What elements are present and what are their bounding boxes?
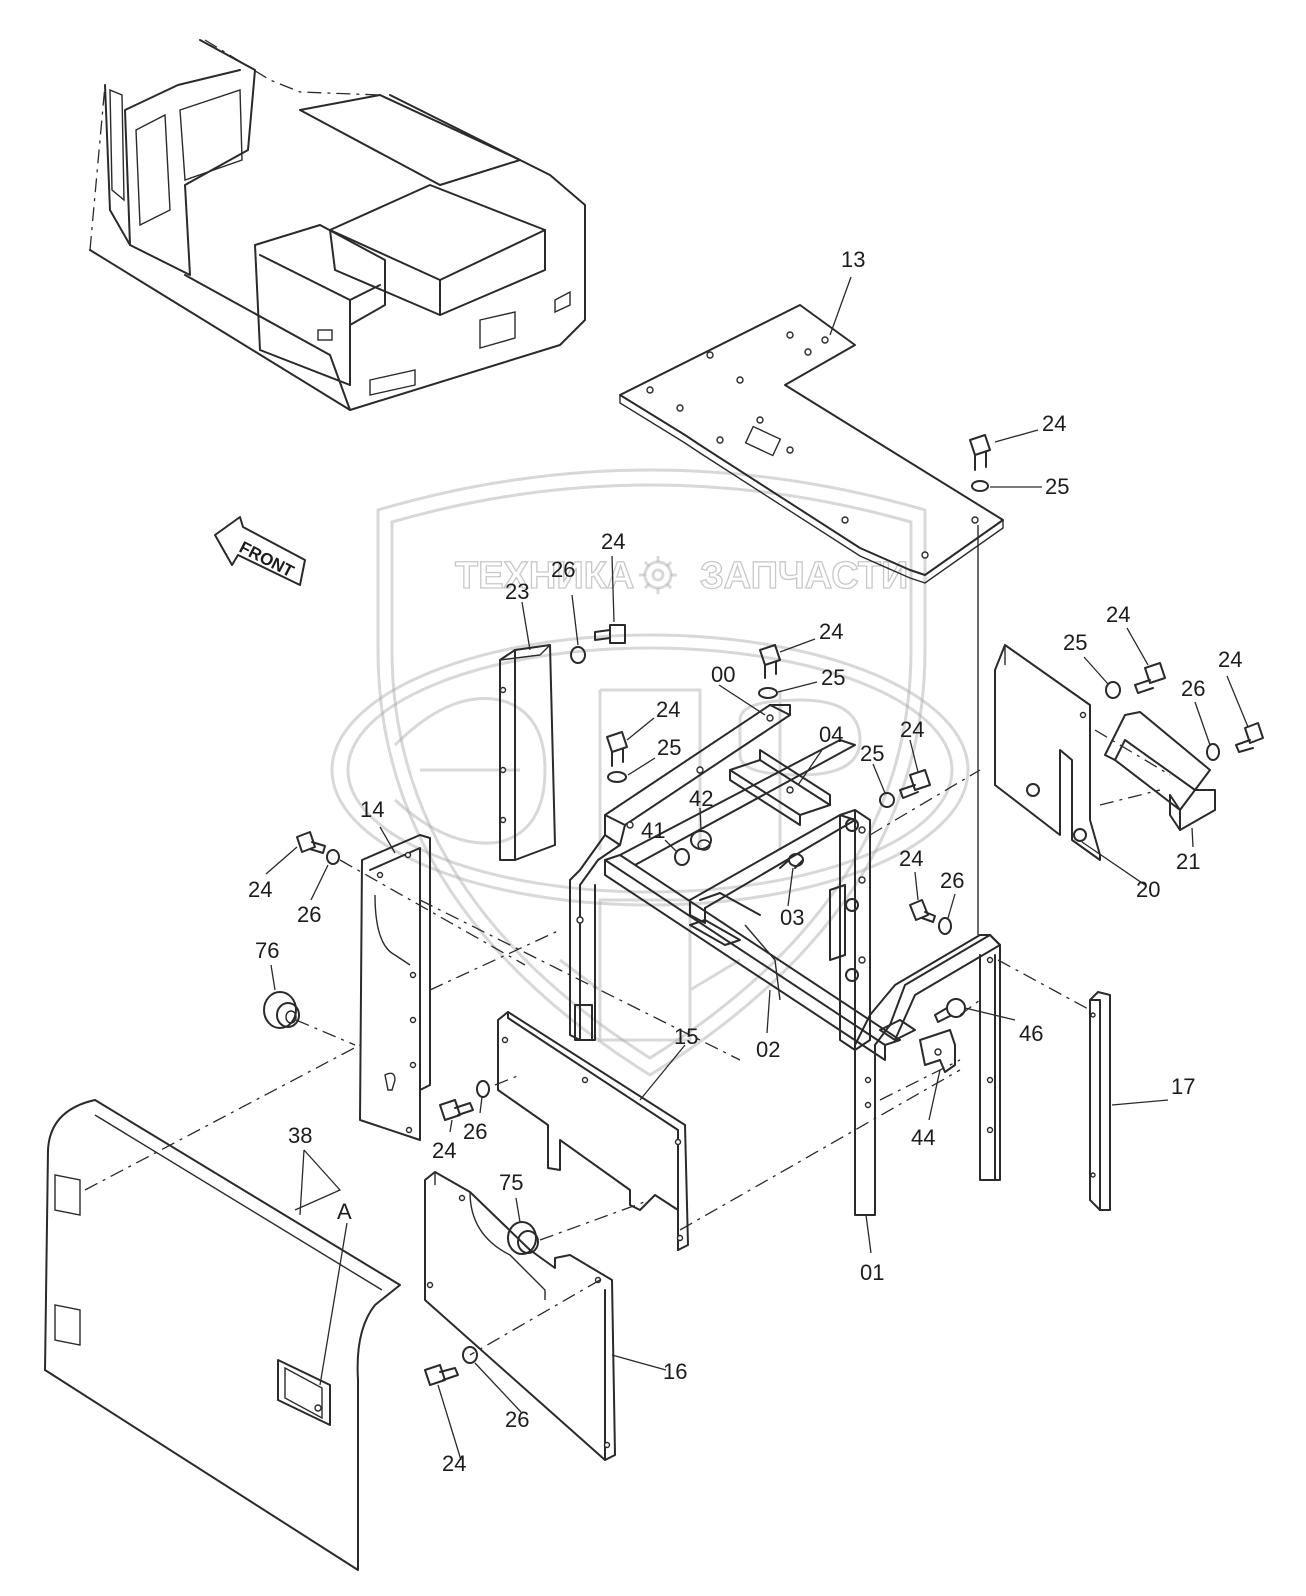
washer-26-left-mid (476, 1080, 490, 1098)
lower-panel-16 (424, 1171, 616, 1461)
bolt-24-right-lower (909, 899, 936, 923)
callout-15: 15 (674, 1024, 698, 1049)
callout-24: 24 (819, 619, 843, 644)
bolt-46 (934, 998, 966, 1023)
callout-26: 26 (297, 902, 321, 927)
callout-26: 26 (940, 868, 964, 893)
callout-03: 03 (780, 905, 804, 930)
callout-16: 16 (663, 1359, 687, 1384)
washer-26-left-upper (326, 849, 340, 865)
bolt-03 (779, 853, 804, 869)
callout-14: 14 (360, 797, 384, 822)
side-panel-14 (359, 834, 431, 1141)
center-panel-15 (497, 1011, 689, 1251)
washer-26-far-right (1206, 743, 1220, 761)
callout-75: 75 (499, 1170, 523, 1195)
washer-25-far-right (1105, 681, 1121, 699)
callout-24: 24 (601, 529, 625, 554)
callout-00: 00 (711, 662, 735, 687)
callout-25: 25 (1045, 474, 1069, 499)
callout-25: 25 (860, 741, 884, 766)
callout-20: 20 (1136, 877, 1160, 902)
bolt-24-left-upper (296, 831, 326, 854)
washer-25-center (607, 771, 627, 783)
callout-04: 04 (819, 722, 843, 747)
grommet-75 (507, 1221, 539, 1255)
nut-42 (690, 830, 712, 851)
callout-24: 24 (1106, 602, 1130, 627)
callout-13: 13 (841, 247, 865, 272)
callout-24: 24 (1042, 411, 1066, 436)
callout-24: 24 (899, 846, 923, 871)
watermark-right-word: ЗАПЧАСТИ (700, 555, 908, 597)
washer-41 (674, 848, 690, 866)
watermark: ТЕХНИКА ЗАПЧАСТИ (330, 468, 970, 1077)
leader-lines (265, 276, 1249, 1461)
callout-24: 24 (900, 717, 924, 742)
callout-24: 24 (442, 1451, 466, 1476)
callout-17: 17 (1171, 1074, 1195, 1099)
callout-25: 25 (657, 735, 681, 760)
bolt-24-left-mid (439, 1099, 474, 1121)
excavator-upper-structure-overview (89, 39, 586, 411)
callout-01: 01 (860, 1260, 884, 1285)
callout-44: 44 (911, 1125, 935, 1150)
frame-01 (854, 934, 1001, 1216)
frame-02 (604, 739, 901, 1061)
bracket-04 (729, 749, 831, 826)
mount-line-17 (997, 959, 1091, 1011)
callout-26: 26 (551, 557, 575, 582)
callout-42: 42 (689, 786, 713, 811)
callout-24: 24 (656, 697, 680, 722)
washer-26-right-lower (938, 917, 952, 935)
callout-26: 26 (505, 1407, 529, 1432)
callout-23: 23 (505, 579, 529, 604)
washer-25-top (971, 480, 989, 492)
bolt-24-right-mid (899, 769, 931, 799)
callout-25: 25 (1063, 630, 1087, 655)
callout-26: 26 (1181, 676, 1205, 701)
bolt-24-center (606, 731, 628, 767)
callout-labels: 13 24 25 24 26 23 24 25 00 24 25 04 24 2… (248, 247, 1242, 1476)
door-38 (44, 1099, 401, 1571)
bolt-24-mid (759, 644, 781, 679)
rail-17 (1089, 991, 1111, 1211)
callout-26: 26 (463, 1119, 487, 1144)
callout-24: 24 (1218, 647, 1242, 672)
support-block-21 (1104, 711, 1216, 831)
callout-A: A (337, 1199, 352, 1224)
assembly-guide-lines (84, 729, 1171, 1356)
callout-76: 76 (255, 938, 279, 963)
watermark-left-word: ТЕХНИКА (455, 555, 634, 597)
callout-25: 25 (821, 665, 845, 690)
bolt-24-bottom (424, 1364, 459, 1386)
callout-24: 24 (432, 1138, 456, 1163)
watermark-gear-icon (639, 556, 677, 594)
bolt-24-far-right-b (1235, 722, 1264, 753)
callout-24: 24 (248, 877, 272, 902)
callout-02: 02 (756, 1037, 780, 1062)
callout-38: 38 (288, 1123, 312, 1148)
callout-21: 21 (1176, 849, 1200, 874)
washer-26-bottom (462, 1346, 478, 1364)
washer-25-mid (758, 687, 778, 699)
side-panel-23 (499, 644, 556, 861)
frame-00 (569, 704, 791, 1041)
callout-41: 41 (641, 818, 665, 843)
side-plate-20 (994, 644, 1101, 861)
grommet-76 (263, 991, 300, 1029)
bolt-24-top (969, 434, 991, 471)
washer-26-upper (570, 646, 586, 664)
callout-46: 46 (1019, 1021, 1043, 1046)
washer-25-right-mid (879, 792, 895, 808)
bolt-24-upper-left (594, 624, 626, 644)
front-direction-arrow: FRONT (214, 516, 306, 586)
top-cover-plate-13 (619, 304, 1004, 584)
bracket-44 (919, 1029, 956, 1073)
bolt-24-far-right-a (1134, 662, 1166, 694)
